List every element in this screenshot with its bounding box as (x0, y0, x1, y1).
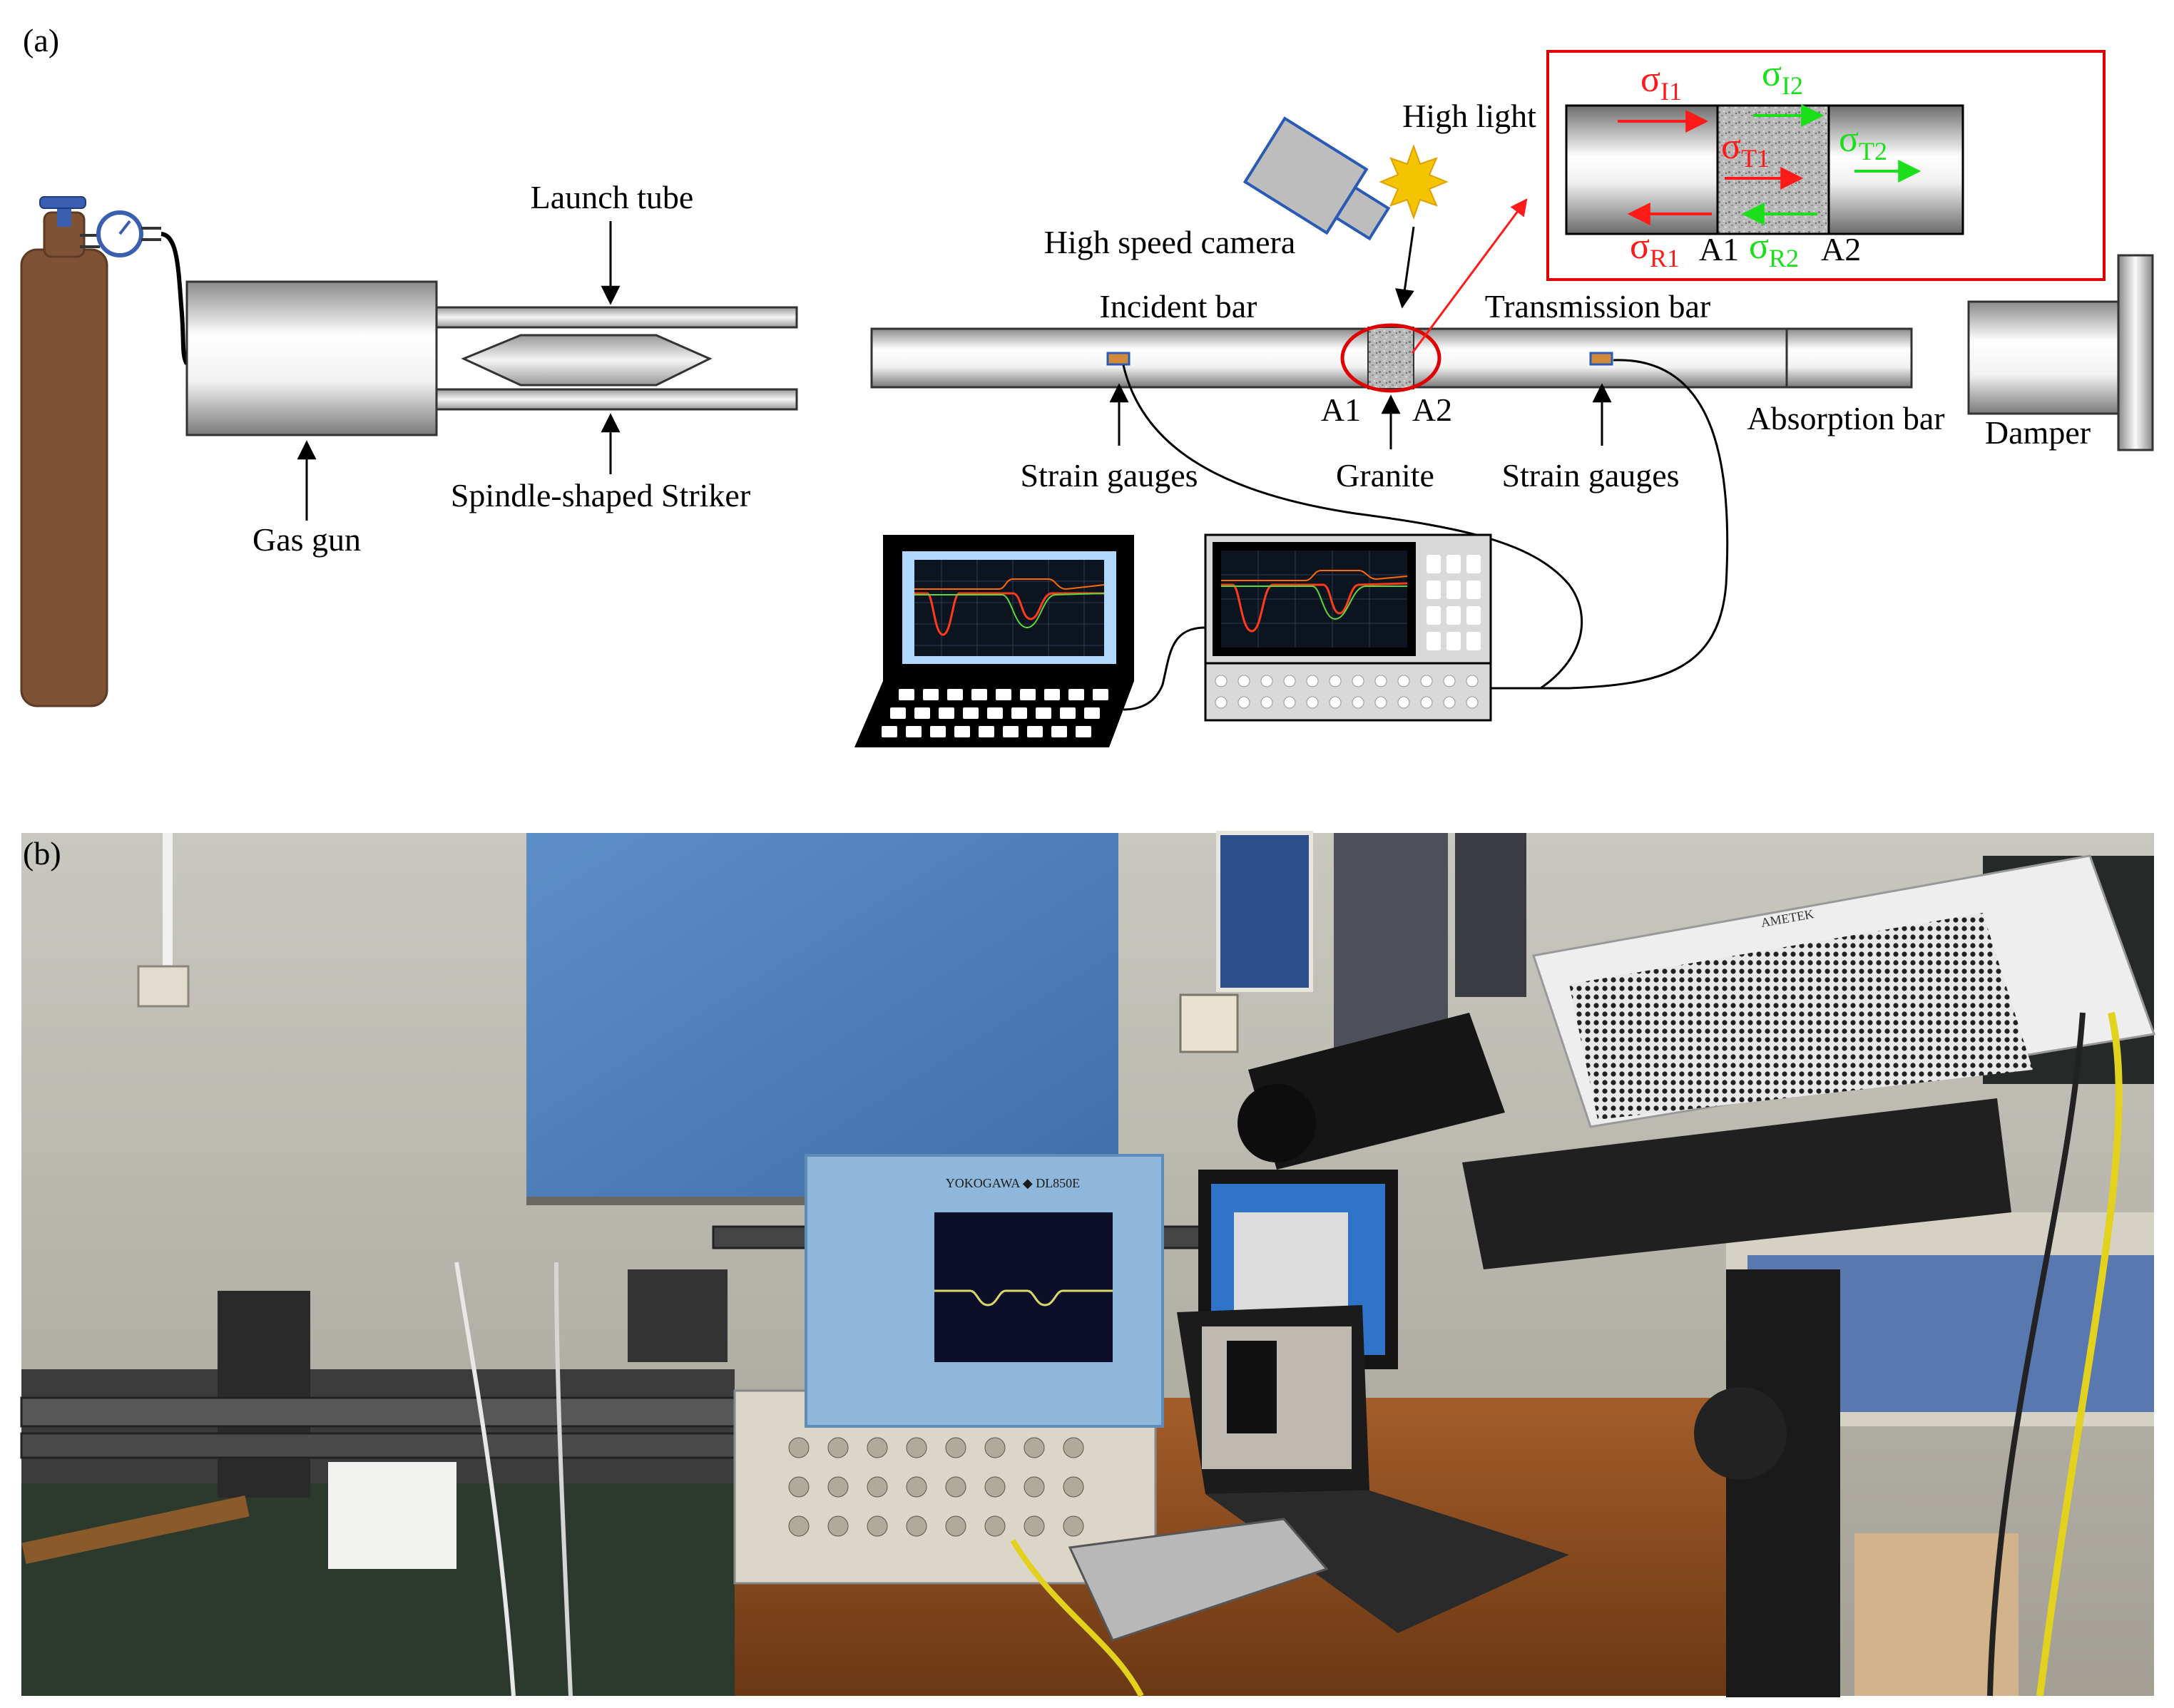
strain-gauge-right (1589, 352, 1613, 366)
gauge-wire-right (1489, 359, 1729, 690)
granite-specimen (1367, 327, 1414, 389)
photo-amplifier (1068, 1518, 1329, 1642)
camera-label: High speed camera (1044, 224, 1296, 260)
damper-label: Damper (1985, 414, 2091, 451)
launch-tube-label: Launch tube (531, 179, 694, 215)
gas-cylinder (20, 196, 189, 707)
launch-tube-lower (435, 388, 798, 411)
high-speed-camera-icon (1242, 116, 1391, 241)
incident-bar-label: Incident bar (1100, 288, 1257, 324)
gauge-wire-left (1122, 364, 1583, 690)
absorption-bar-label: Absorption bar (1747, 400, 1944, 436)
a2-label: A2 (1412, 392, 1452, 428)
damper-body (1967, 300, 2120, 415)
oscilloscope-icon (1204, 533, 1492, 722)
inset-a2: A2 (1821, 231, 1861, 267)
launch-tube-upper (435, 306, 798, 329)
transmission-bar-label: Transmission bar (1485, 288, 1711, 324)
panel-b-photo: YOKOGAWA ◆ DL850E AMETEK (20, 831, 2156, 1697)
sigma-r1: σR1 (1630, 226, 1680, 272)
specimen-highlight (1340, 323, 1441, 393)
oscilloscope-buttons (1215, 555, 1481, 709)
daq-connectors (788, 1437, 1084, 1537)
a1-label: A1 (1321, 392, 1361, 428)
gas-gun-label: Gas gun (252, 521, 361, 558)
blue-board (526, 833, 1118, 1204)
sigma-t1: σT1 (1721, 126, 1770, 173)
damper-plate (2117, 254, 2154, 451)
zoom-arrow (1411, 198, 1528, 354)
strain-gauges-left-label: Strain gauges (1020, 457, 1198, 494)
strain-gauge-left (1106, 352, 1131, 366)
stress-wave-inset: σI1 σI2 σT1 σT2 σR1 σR2 A1 A2 (1546, 50, 2106, 281)
inset-a1: A1 (1699, 231, 1739, 267)
gas-gun-chamber (185, 280, 438, 436)
panel-a: (a) Launch tube Spindle-shaped Striker G… (20, 22, 2154, 747)
panel-b-label: (b) (23, 835, 61, 871)
strain-gauges-right-label: Strain gauges (1501, 457, 1679, 494)
sigma-r2: σR2 (1749, 226, 1799, 272)
light-label: High light (1402, 98, 1536, 134)
sigma-i1: σI1 (1640, 59, 1682, 106)
sigma-i2: σI2 (1762, 53, 1803, 100)
laptop-keyboard (882, 689, 1108, 737)
laptop-wire (1123, 626, 1206, 711)
striker-label: Spindle-shaped Striker (451, 477, 750, 513)
panel-a-label: (a) (23, 22, 59, 58)
oscilloscope-brand: YOKOGAWA ◆ DL850E (946, 1176, 1080, 1190)
granite-label: Granite (1336, 457, 1434, 494)
high-light-icon (1379, 144, 1449, 220)
spindle-striker (461, 334, 713, 387)
sigma-t2: σT2 (1839, 119, 1887, 165)
